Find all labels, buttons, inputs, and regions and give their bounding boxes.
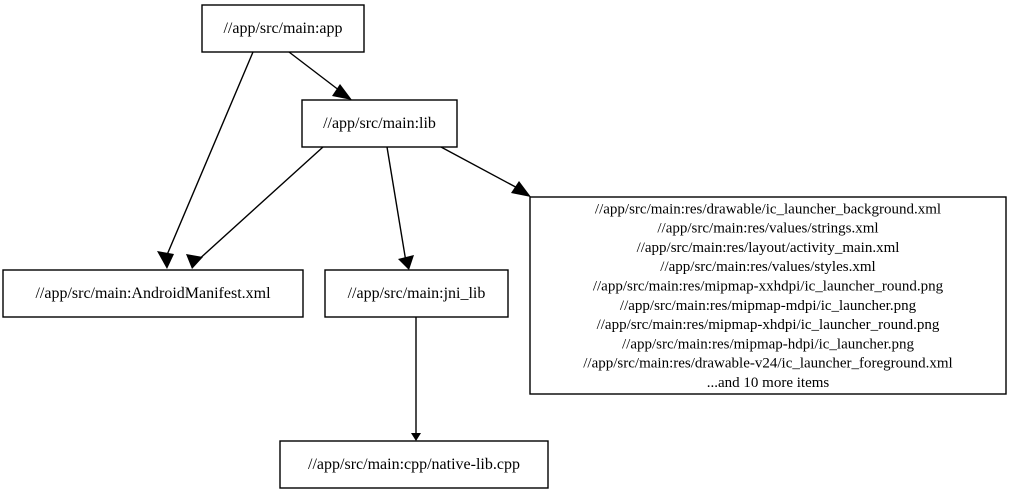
node-box[interactable]: [279, 440, 549, 489]
node-label: //app/src/main:jni_lib: [348, 285, 486, 302]
arrowhead-icon: [332, 84, 352, 100]
edges-layer: [157, 51, 531, 441]
edge-line: [386, 146, 407, 263]
graph-node-resources[interactable]: //app/src/main:res/drawable/ic_launcher_…: [529, 196, 1007, 395]
node-label-line: //app/src/main:res/values/strings.xml: [657, 221, 878, 237]
arrowhead-icon: [157, 251, 174, 269]
node-label-line: //app/src/main:res/mipmap-mdpi/ic_launch…: [620, 298, 917, 314]
graph-edge-lib-to-manifest: [186, 146, 324, 269]
edge-line: [195, 146, 324, 263]
arrowhead-icon: [511, 181, 531, 197]
node-label-line: //app/src/main:res/layout/activity_main.…: [637, 240, 900, 256]
graph-node-app[interactable]: //app/src/main:app: [201, 4, 365, 53]
arrowhead-icon: [186, 254, 203, 269]
node-label-line: //app/src/main:res/values/styles.xml: [660, 259, 875, 275]
node-label: //app/src/main:AndroidManifest.xml: [35, 285, 271, 302]
node-box[interactable]: [324, 269, 509, 318]
arrowhead-icon: [411, 433, 421, 441]
edge-line: [440, 146, 524, 192]
nodes-layer: //app/src/main:app //app/src/main:lib //ap…: [2, 4, 1007, 489]
graph-edge-lib-to-resources: [440, 146, 531, 197]
graph-edge-app-to-lib: [288, 51, 352, 100]
node-label-line: ...and 10 more items: [707, 375, 830, 391]
node-box[interactable]: [301, 99, 458, 148]
graph-node-lib[interactable]: //app/src/main:lib: [301, 99, 458, 148]
node-box[interactable]: [2, 269, 304, 318]
graph-edge-app-to-manifest: [157, 51, 254, 269]
node-label: //app/src/main:cpp/native-lib.cpp: [308, 456, 520, 473]
graph-edge-lib-to-jni-lib: [386, 146, 414, 270]
graph-edge-jni-lib-to-native-lib: [411, 317, 421, 441]
node-label: //app/src/main:app: [223, 20, 342, 37]
node-label-line: //app/src/main:res/drawable-v24/ic_launc…: [583, 356, 952, 372]
node-label-line: //app/src/main:res/mipmap-hdpi/ic_launch…: [622, 336, 915, 352]
graph-node-manifest[interactable]: //app/src/main:AndroidManifest.xml: [2, 269, 304, 318]
node-label: //app/src/main:res/drawable/ic_launcher_…: [583, 201, 952, 391]
node-label-line: //app/src/main:res/mipmap-xxhdpi/ic_laun…: [593, 279, 944, 295]
edge-line: [163, 51, 254, 263]
node-label-line: //app/src/main:res/drawable/ic_launcher_…: [595, 201, 941, 217]
edge-line: [288, 51, 345, 95]
node-box[interactable]: [529, 196, 1007, 395]
node-label: //app/src/main:lib: [323, 115, 436, 132]
graph-node-jni_lib[interactable]: //app/src/main:jni_lib: [324, 269, 509, 318]
node-box[interactable]: [201, 4, 365, 53]
graph-node-native_lib[interactable]: //app/src/main:cpp/native-lib.cpp: [279, 440, 549, 489]
node-label-line: //app/src/main:res/mipmap-xhdpi/ic_launc…: [597, 317, 940, 333]
arrowhead-icon: [398, 255, 414, 270]
